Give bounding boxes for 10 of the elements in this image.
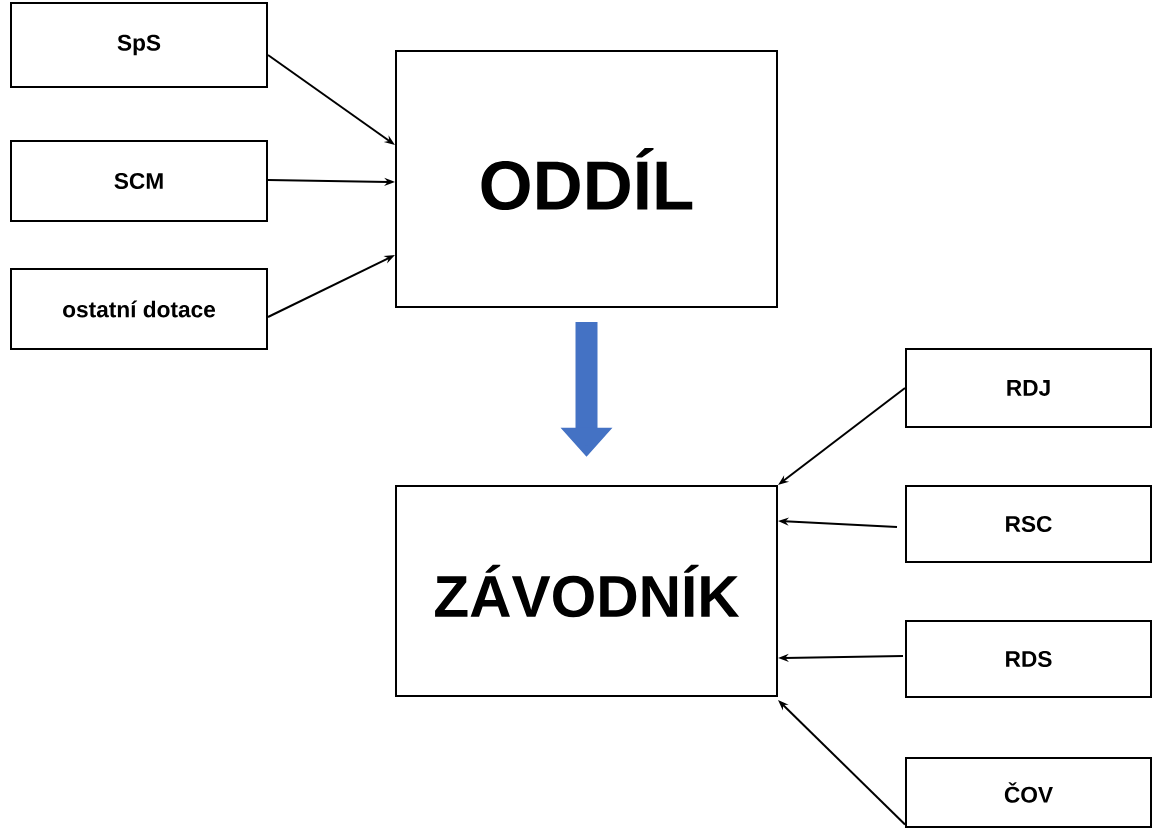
label-box: ČOV xyxy=(905,757,1152,828)
label-box: RDS xyxy=(905,620,1152,698)
label-box: RDJ xyxy=(905,348,1152,428)
title-box: ODDÍL xyxy=(395,50,778,308)
label-box: SpS xyxy=(10,2,268,88)
label-box: RSC xyxy=(905,485,1152,563)
label-box: SCM xyxy=(10,140,268,222)
arrow xyxy=(778,700,906,826)
title-box: ZÁVODNÍK xyxy=(395,485,778,697)
label-box: ostatní dotace xyxy=(10,268,268,350)
